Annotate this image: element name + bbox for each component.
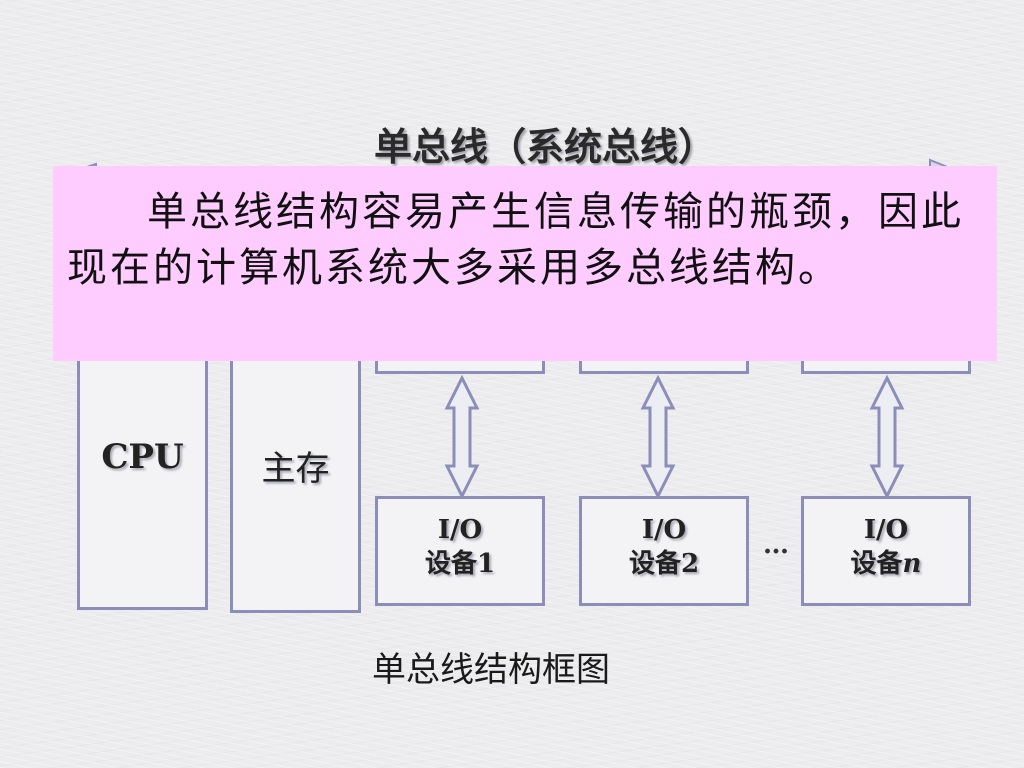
io-device-n: I/O 设备n	[801, 496, 971, 606]
memory-label: 主存	[261, 449, 330, 489]
cpu-label: CPU	[101, 437, 184, 477]
io-device-n-line2: 设备	[850, 549, 903, 579]
io-device-2-line1: I/O	[641, 515, 687, 545]
io-device-2-line2: 设备2	[628, 549, 700, 579]
io-device-1-line2: 设备1	[424, 549, 496, 579]
memory-block: 主存	[230, 330, 361, 613]
callout-box: 单总线结构容易产生信息传输的瓶颈，因此现在的计算机系统大多采用多总线结构。	[53, 166, 997, 361]
double-arrow-1	[444, 374, 480, 500]
io-device-n-suffix: n	[902, 549, 922, 579]
cpu-block: CPU	[77, 330, 208, 610]
diagram-caption: 单总线结构框图	[372, 650, 610, 690]
io-device-n-line1: I/O	[863, 515, 909, 545]
double-arrow-2	[640, 374, 676, 500]
io-device-2: I/O 设备2	[579, 496, 749, 606]
ellipsis: …	[763, 530, 790, 560]
io-device-1-line1: I/O	[437, 515, 483, 545]
diagram-title: 单总线（系统总线）	[373, 124, 716, 169]
io-device-1: I/O 设备1	[375, 496, 545, 606]
double-arrow-n	[869, 374, 905, 500]
callout-text: 单总线结构容易产生信息传输的瓶颈，因此现在的计算机系统大多采用多总线结构。	[67, 189, 964, 291]
